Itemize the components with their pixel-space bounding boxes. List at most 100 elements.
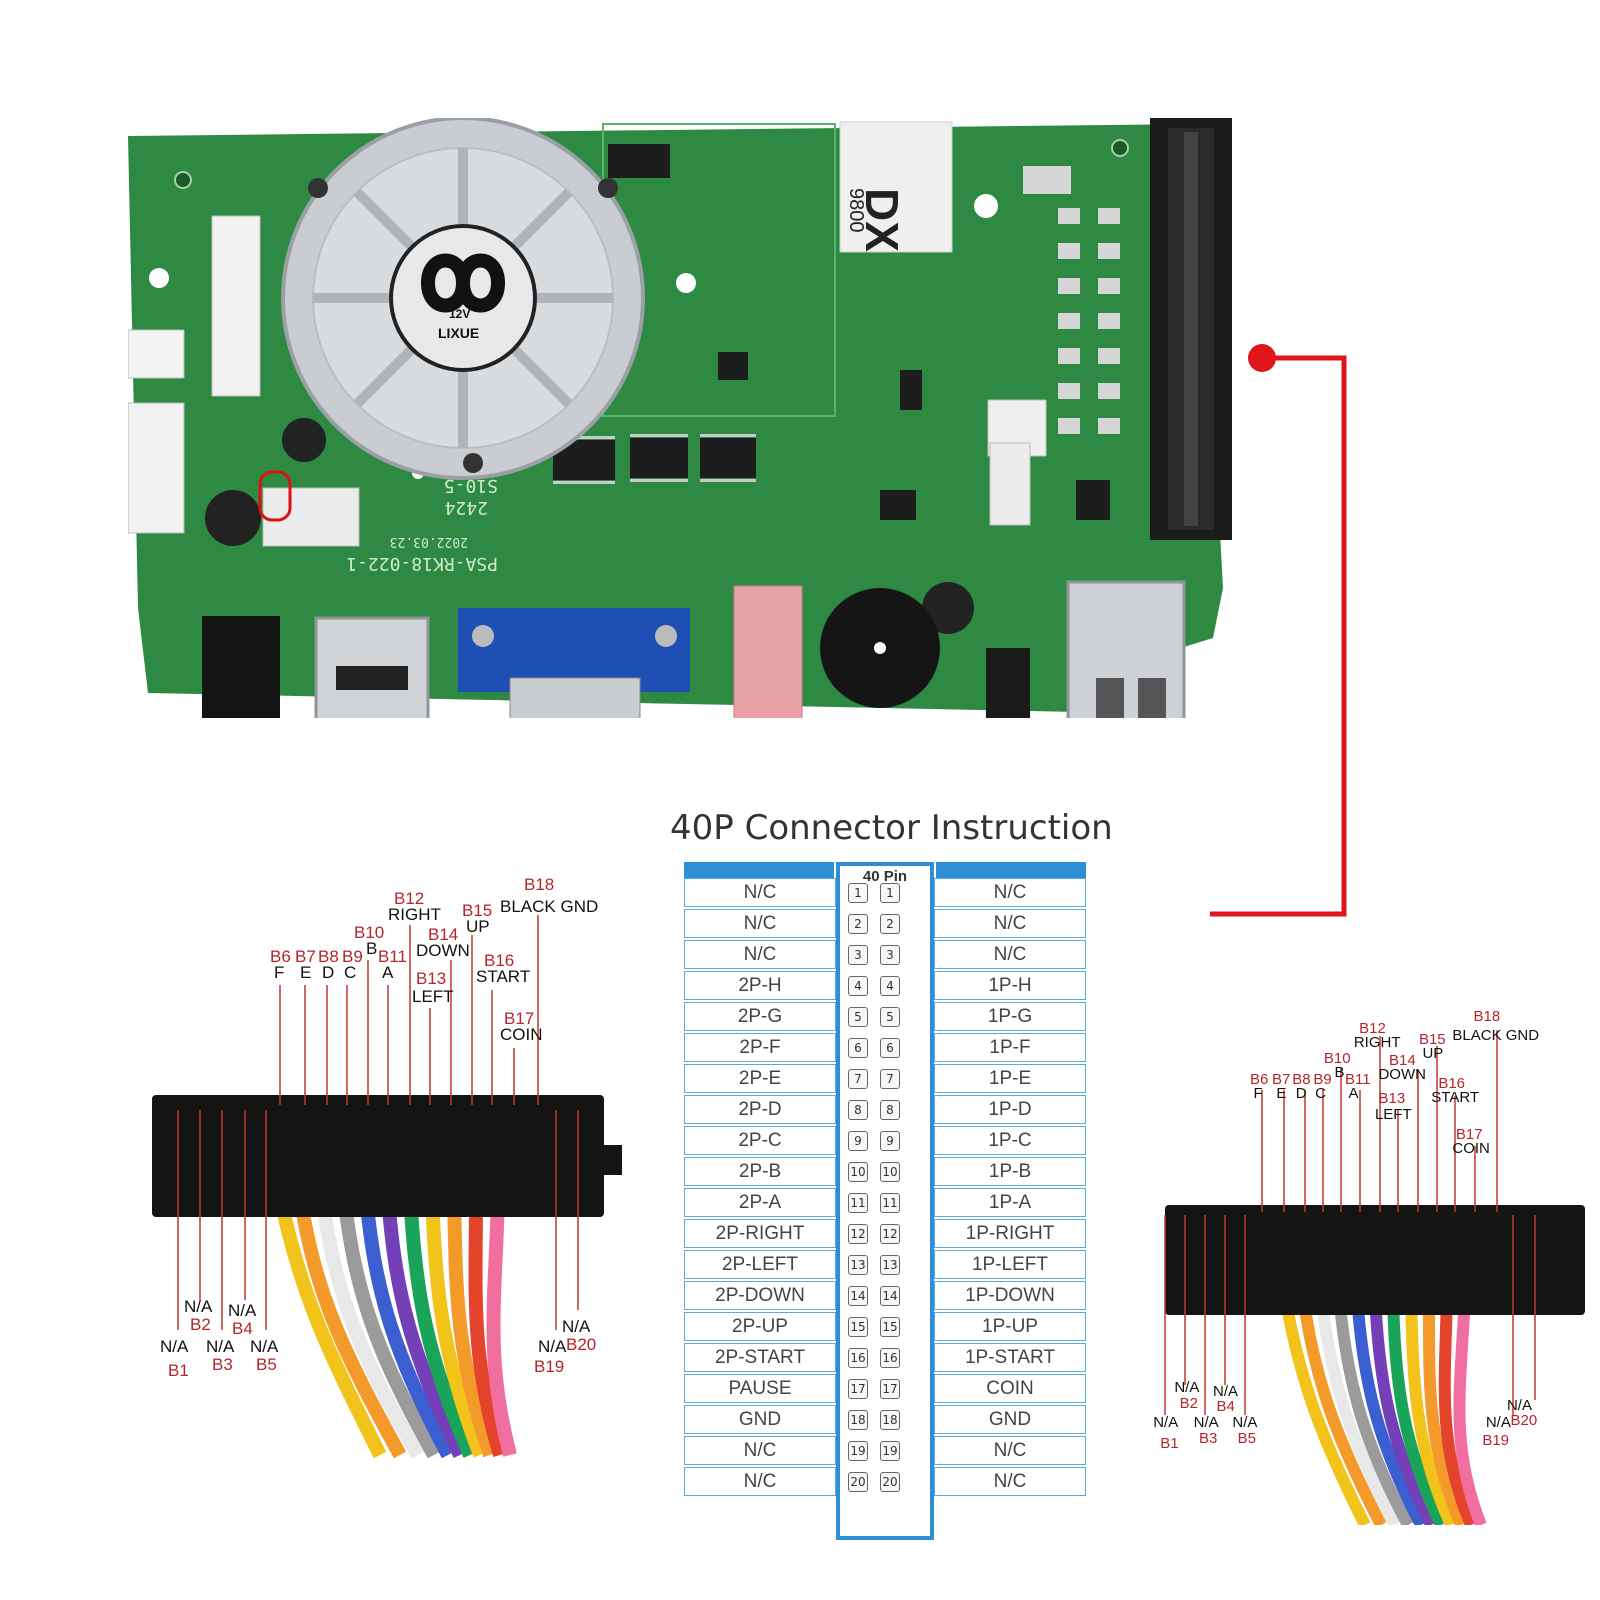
label-b7: B7 [295, 947, 316, 966]
label-b5-small: B5 [1237, 1430, 1257, 1448]
pin-number-left: 4 [848, 976, 868, 996]
table-cell-1p: 1P-DOWN [934, 1281, 1086, 1310]
pin-number-left: 12 [848, 1224, 868, 1244]
label-b16: B16 [484, 951, 515, 970]
silk-date: 2022.03.23 [390, 534, 468, 549]
smd-group [1023, 166, 1120, 434]
label-b3: B3 [212, 1355, 233, 1374]
pin-number-right: 13 [880, 1255, 900, 1275]
label-b10: B10 [354, 923, 385, 942]
pin-number-right: 10 [880, 1162, 900, 1182]
label-na-b4: N/A [228, 1301, 257, 1320]
pin-number-left: 16 [848, 1348, 868, 1368]
label-b19: B19 [534, 1357, 565, 1376]
pin-number-left: 8 [848, 1100, 868, 1120]
label-coin: COIN [500, 1025, 543, 1044]
label-c-small: C [1315, 1085, 1326, 1103]
table-cell-1p: 1P-H [934, 971, 1086, 1000]
table-cell-2p: 2P-LEFT [684, 1250, 836, 1279]
table-cell-1p: N/C [934, 909, 1086, 938]
label-na-b1-small: N/A [1153, 1414, 1179, 1432]
label-b19-small: B19 [1482, 1431, 1510, 1449]
table-cell-2p: 2P-F [684, 1033, 836, 1062]
label-b6-small: B6 [1250, 1071, 1269, 1088]
label-b12-small: B12 [1359, 1019, 1386, 1037]
pin-number-left: 14 [848, 1286, 868, 1306]
mount-hole [676, 273, 696, 293]
table-cell-1p: COIN [934, 1374, 1086, 1403]
sticker-num: 9800 [845, 188, 867, 233]
label-left: LEFT [412, 987, 454, 1006]
label-b6: B6 [270, 947, 291, 966]
label-b18: B18 [524, 875, 555, 894]
label-b2-small: B2 [1179, 1394, 1198, 1412]
label-b5: B5 [256, 1355, 277, 1374]
fan-wire [258, 470, 292, 522]
connector-photo-large [152, 1095, 622, 1459]
table-cell-2p: 2P-START [684, 1343, 836, 1372]
table-cell-2p: 2P-B [684, 1157, 836, 1186]
label-b20: B20 [566, 1335, 597, 1354]
diagram-title: 40P Connector Instruction [670, 808, 1113, 848]
table-cell-1p: N/C [934, 1436, 1086, 1465]
pin-number-right: 11 [880, 1193, 900, 1213]
table-cell-2p: 2P-C [684, 1126, 836, 1155]
label-black-gnd: BLACK GND [500, 897, 599, 916]
pin-number-left: 11 [848, 1193, 868, 1213]
label-down-small: DOWN [1378, 1065, 1426, 1083]
pin-number-left: 3 [848, 945, 868, 965]
label-a: A [382, 963, 394, 982]
table-cell-1p: N/C [934, 1467, 1086, 1496]
label-b3-small: B3 [1198, 1430, 1218, 1448]
connector-housing [1165, 1205, 1585, 1315]
table-cell-2p: 2P-H [684, 971, 836, 1000]
pin-number-left: 19 [848, 1441, 868, 1461]
label-d-small: D [1295, 1085, 1307, 1103]
chip-pins [553, 434, 756, 484]
label-b18-small: B18 [1473, 1007, 1501, 1025]
label-b10-small: B10 [1323, 1049, 1351, 1067]
pin-number-right: 1 [880, 883, 900, 903]
label-right-small: RIGHT [1353, 1034, 1401, 1052]
pin-number-right: 5 [880, 1007, 900, 1027]
table-cell-1p: 1P-UP [934, 1312, 1086, 1341]
pin-number-left: 5 [848, 1007, 868, 1027]
jst-connector [262, 487, 360, 547]
table-cell-2p: N/C [684, 1467, 836, 1496]
capacitor [282, 418, 326, 462]
pin-number-left: 9 [848, 1131, 868, 1151]
label-b15: B15 [462, 901, 493, 920]
capacitor [205, 490, 261, 546]
table-cell-1p: 1P-C [934, 1126, 1086, 1155]
label-right: RIGHT [388, 905, 441, 924]
table-cell-2p: PAUSE [684, 1374, 836, 1403]
pin-number-left: 2 [848, 914, 868, 934]
pin-number-right: 16 [880, 1348, 900, 1368]
chip-group [553, 144, 1110, 520]
pointer-path [1210, 355, 1347, 917]
table-cell-2p: N/C [684, 909, 836, 938]
wire-bundle [273, 1193, 517, 1459]
label-start-small: START [1431, 1088, 1480, 1106]
pin-number-right: 20 [880, 1472, 900, 1492]
silk-code: 2424 [445, 497, 488, 518]
pin-number-right: 6 [880, 1038, 900, 1058]
pin-number-right: 15 [880, 1317, 900, 1337]
table-cell-2p: N/C [684, 878, 836, 907]
label-na-b1: N/A [160, 1337, 189, 1356]
table-cell-2p: 2P-A [684, 1188, 836, 1217]
table-cell-2p: 2P-UP [684, 1312, 836, 1341]
mount-hole [974, 194, 998, 218]
pin-number-right: 3 [880, 945, 900, 965]
label-sticker [839, 121, 953, 253]
table-cell-2p: 2P-DOWN [684, 1281, 836, 1310]
table-cell-1p: 1P-D [934, 1095, 1086, 1124]
silk-model: PSA-RK18-022-1 [346, 553, 498, 574]
audio-jack [733, 585, 803, 718]
connector-housing [152, 1095, 604, 1217]
table-cell-1p: 1P-RIGHT [934, 1219, 1086, 1248]
pin-number-left: 17 [848, 1379, 868, 1399]
label-b12: B12 [394, 889, 425, 908]
label-b4: B4 [232, 1319, 253, 1338]
